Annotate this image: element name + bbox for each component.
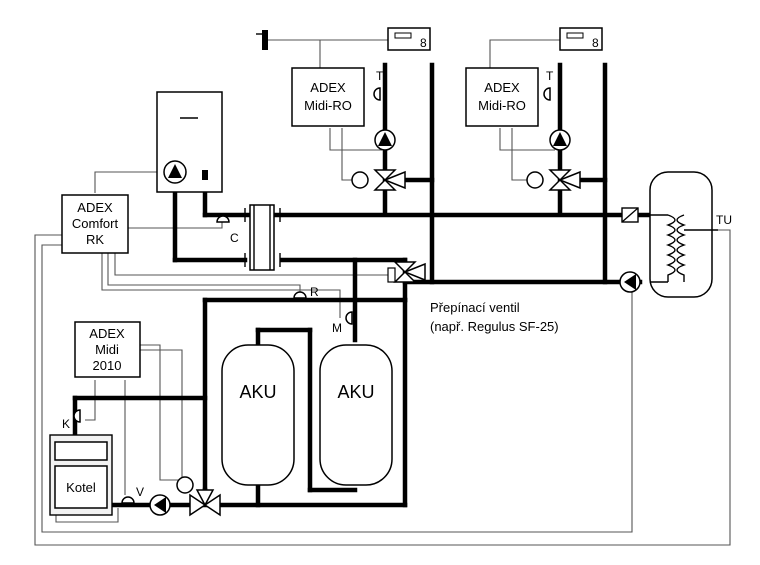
svg-text:Kotel: Kotel [66,480,96,495]
svg-text:ADEX: ADEX [89,326,125,341]
svg-text:Midi-RO: Midi-RO [304,98,352,113]
mixing-valve-2 [526,169,581,191]
svg-text:8: 8 [592,36,599,50]
svg-text:2010: 2010 [93,358,122,373]
pump-circuit-1 [374,129,396,151]
room-thermostat-1: 8 [387,27,431,51]
diverter-valve [387,261,426,283]
label-C: C [230,231,239,245]
svg-text:AKU: AKU [239,382,276,402]
valve-note-line-2: (např. Regulus SF-25) [430,319,559,334]
pump-boiler [149,494,171,516]
label-V: V [136,485,144,499]
svg-text:ADEX: ADEX [310,80,346,95]
svg-text:ADEX: ADEX [77,200,113,215]
valve-note-line-1: Přepínací ventil [430,300,520,315]
adex-midi-2010: ADEX Midi 2010 [74,321,141,378]
dhw-valve [621,207,639,223]
label-T1: T [376,69,384,83]
adex-midi-ro-1: ADEX Midi-RO [291,67,365,127]
aku-tank-2: AKU [319,344,393,486]
wall-boiler [156,91,223,193]
adex-comfort-rk: ADEX Comfort RK [61,194,129,254]
label-TU: TU [716,213,732,227]
solid-fuel-boiler: Kotel [49,434,113,516]
svg-text:Midi-RO: Midi-RO [478,98,526,113]
svg-text:ADEX: ADEX [484,80,520,95]
label-M: M [332,321,342,335]
svg-text:AKU: AKU [337,382,374,402]
mixing-valve-1 [351,169,406,191]
heat-exchanger [244,204,281,271]
label-T2: T [546,69,554,83]
label-K: K [62,417,70,431]
dhw-tank [649,171,718,298]
label-R: R [310,285,319,299]
boiler-mixing-valve [176,476,221,517]
adex-midi-ro-2: ADEX Midi-RO [465,67,539,127]
room-thermostat-2: 8 [559,27,603,51]
sensors [73,87,551,504]
aku-tank-1: AKU [221,344,295,486]
svg-text:RK: RK [86,232,104,247]
svg-text:Midi: Midi [95,342,119,357]
pump-dhw [619,271,641,293]
svg-text:8: 8 [420,36,427,50]
pipes [72,62,653,508]
svg-text:Comfort: Comfort [72,216,119,231]
outdoor-sensor [256,30,268,50]
pump-circuit-2 [549,129,571,151]
